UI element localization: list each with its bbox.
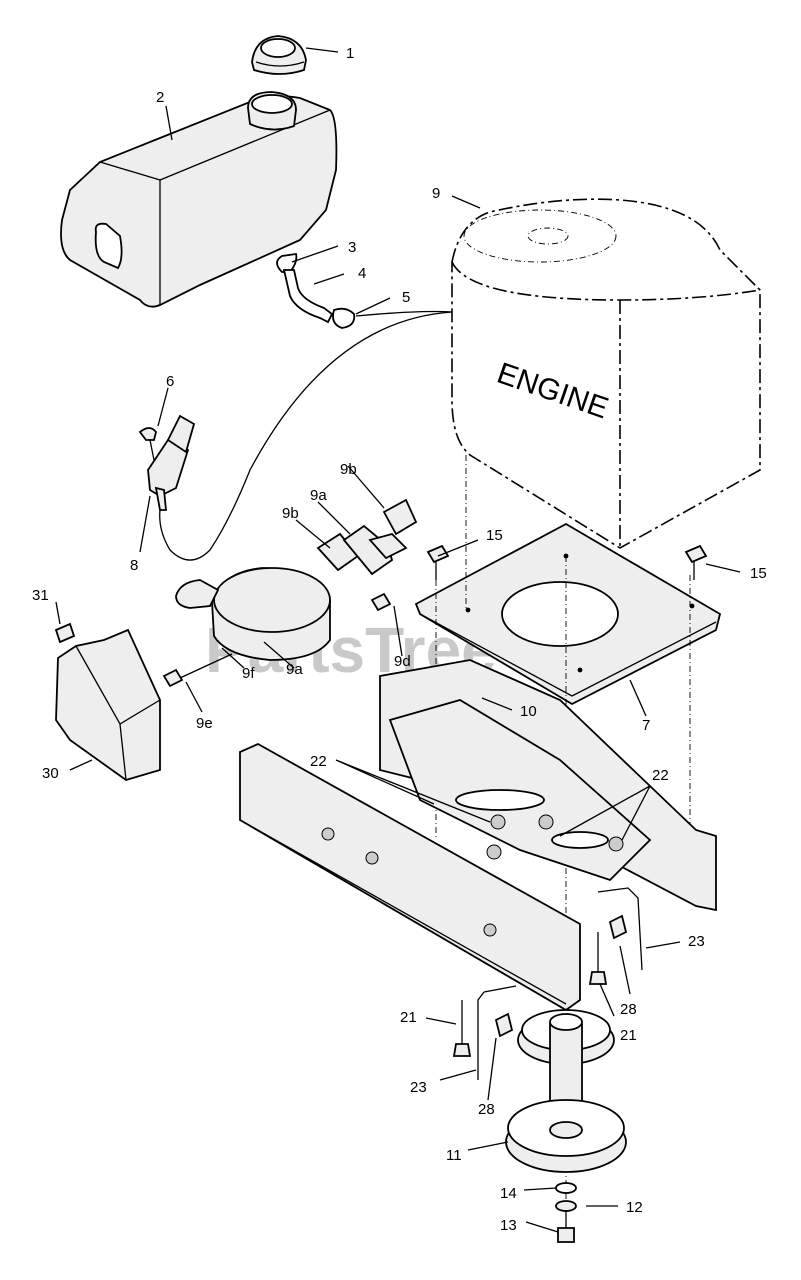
label-part-22-right: 22 bbox=[652, 767, 669, 784]
label-part-21-right: 21 bbox=[620, 1027, 637, 1044]
frame bbox=[239, 659, 717, 1012]
throttle-control bbox=[138, 414, 196, 511]
label-part-21-left: 21 bbox=[400, 1009, 417, 1026]
label-part-13: 13 bbox=[500, 1217, 517, 1234]
engine-text: ENGINE bbox=[493, 357, 613, 426]
engine-outline: ENGINE bbox=[451, 198, 761, 549]
label-part-9a-top: 9a bbox=[310, 487, 327, 504]
washer-12 bbox=[555, 1200, 577, 1212]
label-part-30: 30 bbox=[42, 765, 59, 782]
label-part-4: 4 bbox=[358, 265, 366, 282]
label-part-9d: 9d bbox=[394, 653, 411, 670]
bolt-28-left bbox=[494, 1012, 514, 1038]
label-part-15-left: 15 bbox=[486, 527, 503, 544]
label-part-23-left: 23 bbox=[410, 1079, 427, 1096]
label-part-5: 5 bbox=[402, 289, 410, 306]
label-part-7: 7 bbox=[642, 717, 650, 734]
label-part-9b-top: 9b bbox=[340, 461, 357, 478]
label-part-10: 10 bbox=[520, 703, 537, 720]
fuel-cap bbox=[251, 35, 307, 75]
label-part-9a-bottom: 9a bbox=[286, 661, 303, 678]
bolt-21-right bbox=[588, 932, 608, 985]
rod-right bbox=[597, 887, 643, 971]
label-part-22-left: 22 bbox=[310, 753, 327, 770]
leader-lines bbox=[55, 47, 741, 1233]
fuel-tank bbox=[60, 91, 338, 308]
engine-mount-plate bbox=[414, 522, 722, 706]
label-part-31: 31 bbox=[32, 587, 49, 604]
label-part-14: 14 bbox=[500, 1185, 517, 1202]
bolt-13 bbox=[557, 1210, 575, 1243]
label-part-9e: 9e bbox=[196, 715, 213, 732]
bolt-21-left bbox=[452, 1000, 472, 1057]
label-part-28-right: 28 bbox=[620, 1001, 637, 1018]
engine-bolt-right bbox=[684, 544, 708, 580]
label-part-1: 1 bbox=[346, 45, 354, 62]
label-part-9f: 9f bbox=[242, 665, 255, 682]
label-part-9b-left: 9b bbox=[282, 505, 299, 522]
heat-shield bbox=[55, 628, 161, 781]
label-part-11: 11 bbox=[446, 1147, 462, 1164]
label-part-3: 3 bbox=[348, 239, 356, 256]
fuel-line bbox=[276, 252, 453, 329]
bolt-28-right bbox=[608, 914, 628, 940]
label-part-12: 12 bbox=[626, 1199, 643, 1216]
label-part-9: 9 bbox=[432, 185, 440, 202]
label-part-28-left: 28 bbox=[478, 1101, 495, 1118]
muffler-assembly bbox=[175, 498, 418, 661]
engine-bolt-left bbox=[426, 544, 450, 580]
pulley-assembly bbox=[505, 1009, 627, 1173]
throttle-cable bbox=[159, 311, 453, 561]
heat-shield-bolt bbox=[54, 622, 76, 644]
label-part-15-right: 15 bbox=[750, 565, 767, 582]
rod-left bbox=[477, 985, 517, 1080]
washer-14 bbox=[555, 1182, 577, 1194]
muffler-bolt bbox=[162, 653, 233, 688]
label-part-23-right: 23 bbox=[688, 933, 705, 950]
part-labels: 1 2 3 4 5 6 7 8 9 9a 9b 9b 9a 9d 9e 9f 1… bbox=[32, 45, 767, 1234]
label-part-8: 8 bbox=[130, 557, 138, 574]
label-part-6: 6 bbox=[166, 373, 174, 390]
label-part-2: 2 bbox=[156, 89, 164, 106]
